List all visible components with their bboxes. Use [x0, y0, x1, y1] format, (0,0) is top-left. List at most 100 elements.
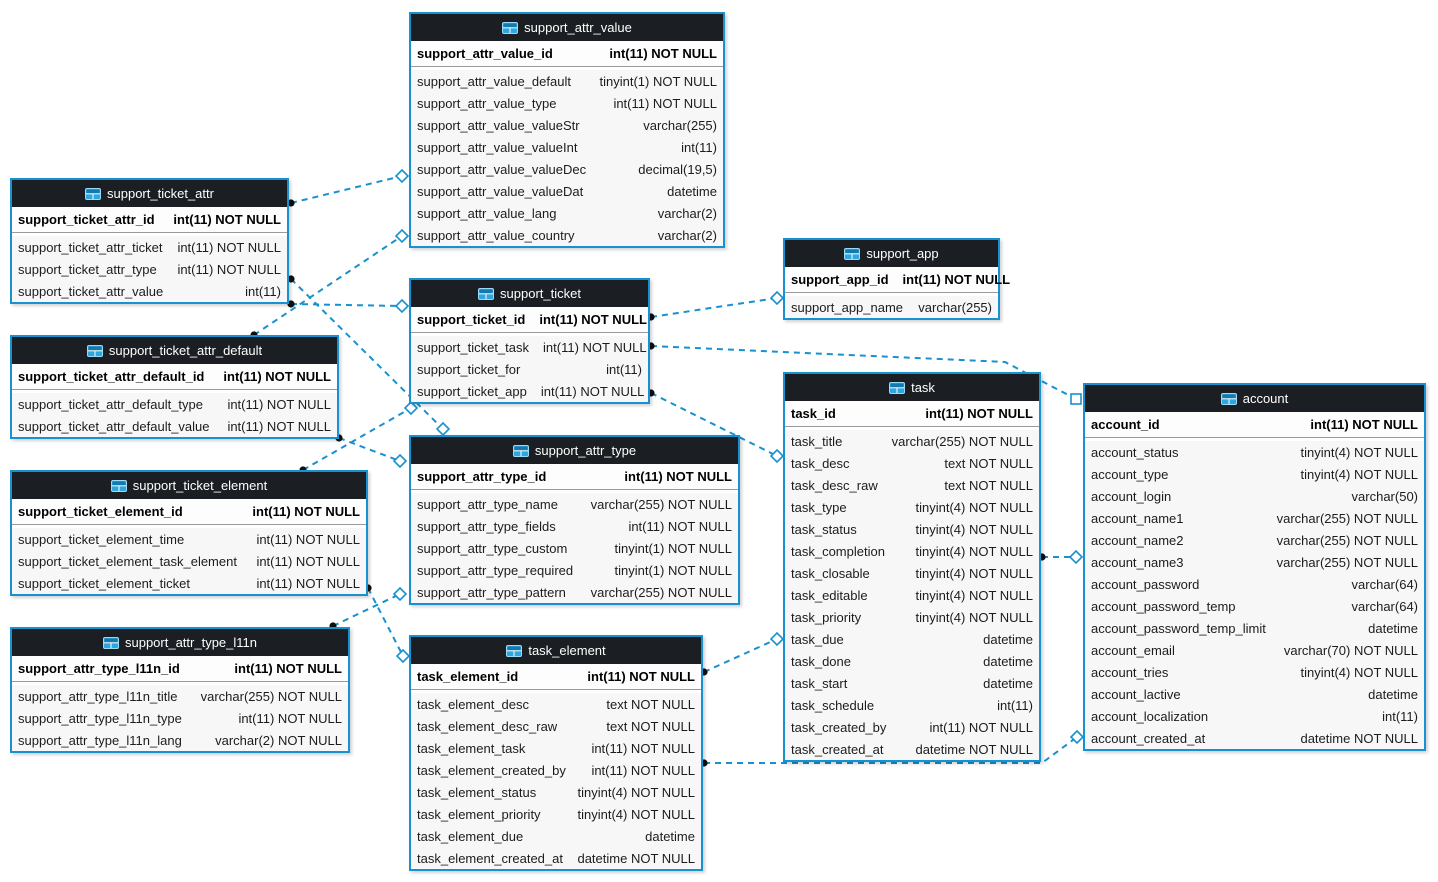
relationship-line-support_ticket_attr_default-support_attr_value[interactable] — [253, 235, 403, 336]
table-header[interactable]: support_ticket_element — [12, 472, 366, 499]
relationship-line-support_ticket_attr-support_ticket[interactable] — [290, 303, 403, 307]
table-header[interactable]: support_ticket_attr_default — [12, 337, 337, 364]
table-header[interactable]: task — [785, 374, 1039, 401]
table-header[interactable]: support_ticket_attr — [12, 180, 287, 207]
relationship-line-support_attr_type_l11n-support_attr_type[interactable] — [332, 593, 401, 627]
relationship-line-support_ticket_attr-support_attr_value[interactable] — [290, 175, 403, 204]
relationship-line-support_ticket-support_app[interactable] — [650, 297, 778, 318]
relationship-line-support_ticket_attr_default-support_attr_type[interactable] — [338, 437, 401, 462]
table-header[interactable]: support_app — [785, 240, 998, 267]
table-header[interactable]: support_attr_type_l11n — [12, 629, 348, 656]
relationship-line-support_ticket-task[interactable] — [650, 392, 778, 457]
relationship-line-task_element-task[interactable] — [703, 638, 778, 673]
table-header[interactable]: support_attr_type — [411, 437, 738, 464]
relationship-line-support_ticket_element-task_element[interactable] — [367, 587, 404, 657]
relationship-line-support_ticket-account[interactable] — [650, 345, 1077, 400]
relationship-line-support_ticket_element-support_ticket[interactable] — [302, 407, 412, 471]
table-header[interactable]: support_ticket — [411, 280, 648, 307]
table-header[interactable]: support_attr_value — [411, 14, 723, 41]
relationship-line-task_element-account[interactable] — [704, 736, 1078, 764]
table-header[interactable]: task_element — [411, 637, 701, 664]
